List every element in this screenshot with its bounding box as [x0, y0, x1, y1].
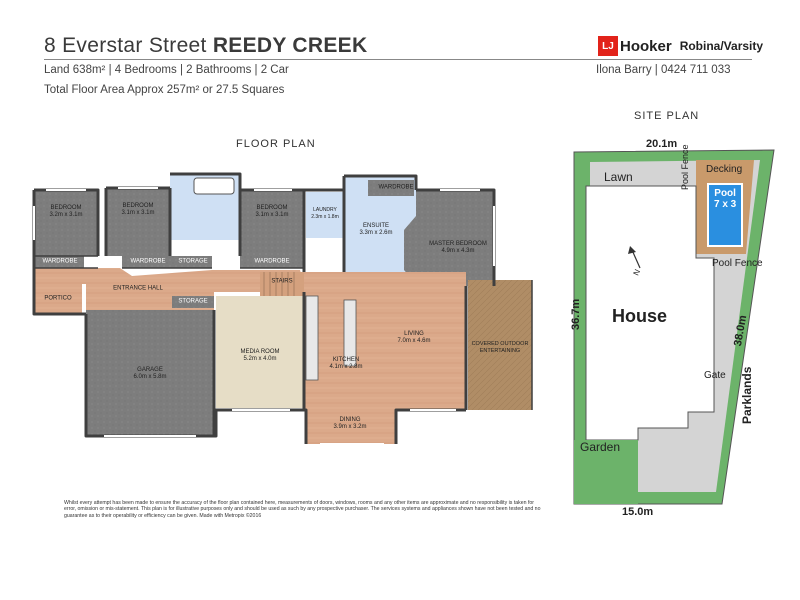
room-name: KITCHEN — [332, 357, 360, 363]
office-name: Robina/Varsity — [679, 39, 764, 53]
address-street: 8 Everstar Street — [44, 34, 207, 57]
label-wardrobe-1: WARDROBE — [42, 258, 78, 265]
room-label-kitchen: KITCHEN 4.1m x 2.8m — [329, 357, 362, 371]
agency-logo-mark: LJ — [598, 36, 618, 56]
site-pool-label: Pool 7 x 3 — [714, 188, 736, 210]
room-dims: 4.9m x 4.3m — [441, 248, 475, 254]
room-dims: 4.1m x 2.8m — [329, 364, 363, 370]
site-plan-title: SITE PLAN — [634, 110, 700, 122]
site-lawn-label: Lawn — [604, 170, 633, 184]
room-dims: 5.2m x 4.0m — [243, 356, 277, 362]
page-title: 8 Everstar Street REEDY CREEK — [44, 34, 367, 58]
bathtub — [193, 177, 235, 195]
street-label: Parklands — [740, 366, 754, 424]
room-name: GARAGE — [137, 367, 163, 373]
site-bottom-dim: 15.0m — [622, 506, 654, 518]
north-arrow-head-icon — [628, 246, 636, 254]
room-label-ensuite: ENSUITE 3.3m x 2.6m — [359, 223, 392, 237]
room-label-bedroom-1: BEDROOM 3.2m x 3.1m — [49, 205, 82, 219]
room-label-master-bedroom: MASTER BEDROOM 4.9m x 4.3m — [429, 241, 487, 255]
stairs — [260, 272, 304, 296]
room-label-bedroom-2: BEDROOM 3.1m x 3.1m — [121, 203, 154, 217]
address-suburb: REEDY CREEK — [212, 34, 368, 57]
room-dims: 3.3m x 2.6m — [359, 230, 393, 236]
site-pool-fence-top-label: Pool Fence — [680, 144, 690, 190]
room-name: LIVING — [404, 331, 424, 337]
room-name: MASTER BEDROOM — [429, 241, 487, 247]
label-storage-2: STORAGE — [178, 298, 208, 305]
label-wardrobe-3: WARDROBE — [254, 258, 290, 265]
room-dims: 3.1m x 3.1m — [121, 210, 155, 216]
room-label-bedroom-3: BEDROOM 3.1m x 3.1m — [255, 205, 288, 219]
room-name: DINING — [339, 417, 361, 423]
portico — [34, 284, 82, 314]
label-wardrobe-2: WARDROBE — [130, 258, 166, 265]
room-name: COVERED OUTDOOR — [471, 341, 529, 347]
room-name: LAUNDRY — [313, 207, 337, 213]
covered-outdoor — [468, 280, 532, 410]
label-storage-1: STORAGE — [178, 258, 208, 265]
wardrobe-ensuite — [368, 180, 414, 196]
floor-area: Total Floor Area Approx 257m² or 27.5 Sq… — [44, 84, 285, 96]
garage — [86, 310, 214, 436]
master-bedroom — [404, 190, 494, 286]
site-top-dim: 20.1m — [646, 138, 678, 150]
kitchen-bench — [305, 295, 319, 381]
bedroom-1 — [34, 190, 98, 268]
room-name: MEDIA ROOM — [240, 349, 280, 355]
site-decking-label: Decking — [706, 164, 743, 175]
agency-brand: LJ Hooker Robina/Varsity — [598, 36, 763, 56]
laundry — [306, 192, 344, 238]
agent-contact: Ilona Barry | 0424 711 033 — [596, 64, 731, 76]
room-label-laundry: LAUNDRY 2.3m x 1.8m — [311, 207, 339, 221]
site-left-dim: 36.7m — [570, 298, 582, 330]
room-dims: 3.2m x 3.1m — [49, 212, 83, 218]
agency-logo: LJ Hooker — [598, 36, 672, 56]
pool — [707, 183, 743, 247]
garden — [574, 440, 638, 504]
room-dims: 7.0m x 4.6m — [397, 338, 431, 344]
north-arrow-icon — [631, 249, 641, 269]
room-label-dining: DINING 3.9m x 3.2m — [333, 417, 366, 431]
bedroom-3 — [240, 190, 304, 268]
site-pool-fence-label: Pool Fence — [712, 258, 763, 269]
kitchen-island — [343, 299, 357, 367]
label-wardrobe-ensuite: WARDROBE — [378, 184, 414, 191]
room-dims: 2.3m x 1.8m — [311, 214, 339, 220]
room-dims: 3.9m x 3.2m — [333, 424, 367, 430]
room-dims: 3.1m x 3.1m — [255, 212, 289, 218]
site-house-label: House — [612, 306, 668, 326]
room-name: ENSUITE — [362, 223, 390, 229]
room-dims: ENTERTAINING — [479, 348, 521, 354]
property-details: Land 638m² | 4 Bedrooms | 2 Bathrooms | … — [44, 64, 289, 76]
agency-name: Hooker — [620, 37, 672, 55]
floor-plan-drawing — [32, 172, 533, 445]
pool-name: Pool — [714, 188, 736, 199]
site-garden-label: Garden — [580, 440, 621, 454]
media-room — [216, 296, 304, 408]
room-dims: 6.0m x 5.8m — [133, 374, 167, 380]
room-name: BEDROOM — [122, 203, 154, 209]
site-gate-label: Gate — [704, 370, 726, 381]
label-stairs: STAIRS — [271, 278, 293, 285]
room-label-media-room: MEDIA ROOM 5.2m x 4.0m — [240, 349, 279, 363]
header-divider — [44, 59, 752, 60]
label-entrance-hall: ENTRANCE HALL — [113, 285, 163, 292]
disclaimer-text: Whilst every attempt has been made to en… — [64, 500, 541, 519]
bedroom-2 — [106, 188, 172, 268]
label-portico: PORTICO — [44, 295, 72, 302]
room-name: BEDROOM — [256, 205, 288, 211]
windows — [33, 187, 495, 445]
room-name: BEDROOM — [50, 205, 82, 211]
room-label-living: LIVING 7.0m x 4.6m — [397, 331, 430, 345]
pool-size: 7 x 3 — [714, 199, 737, 210]
room-label-garage: GARAGE 6.0m x 5.8m — [133, 367, 166, 381]
storage-1 — [172, 256, 212, 268]
floor-plan-title: FLOOR PLAN — [236, 138, 316, 150]
room-label-covered-outdoor: COVERED OUTDOOR ENTERTAINING — [472, 341, 529, 355]
storage-2 — [172, 296, 214, 308]
entrance-hall — [34, 268, 306, 310]
